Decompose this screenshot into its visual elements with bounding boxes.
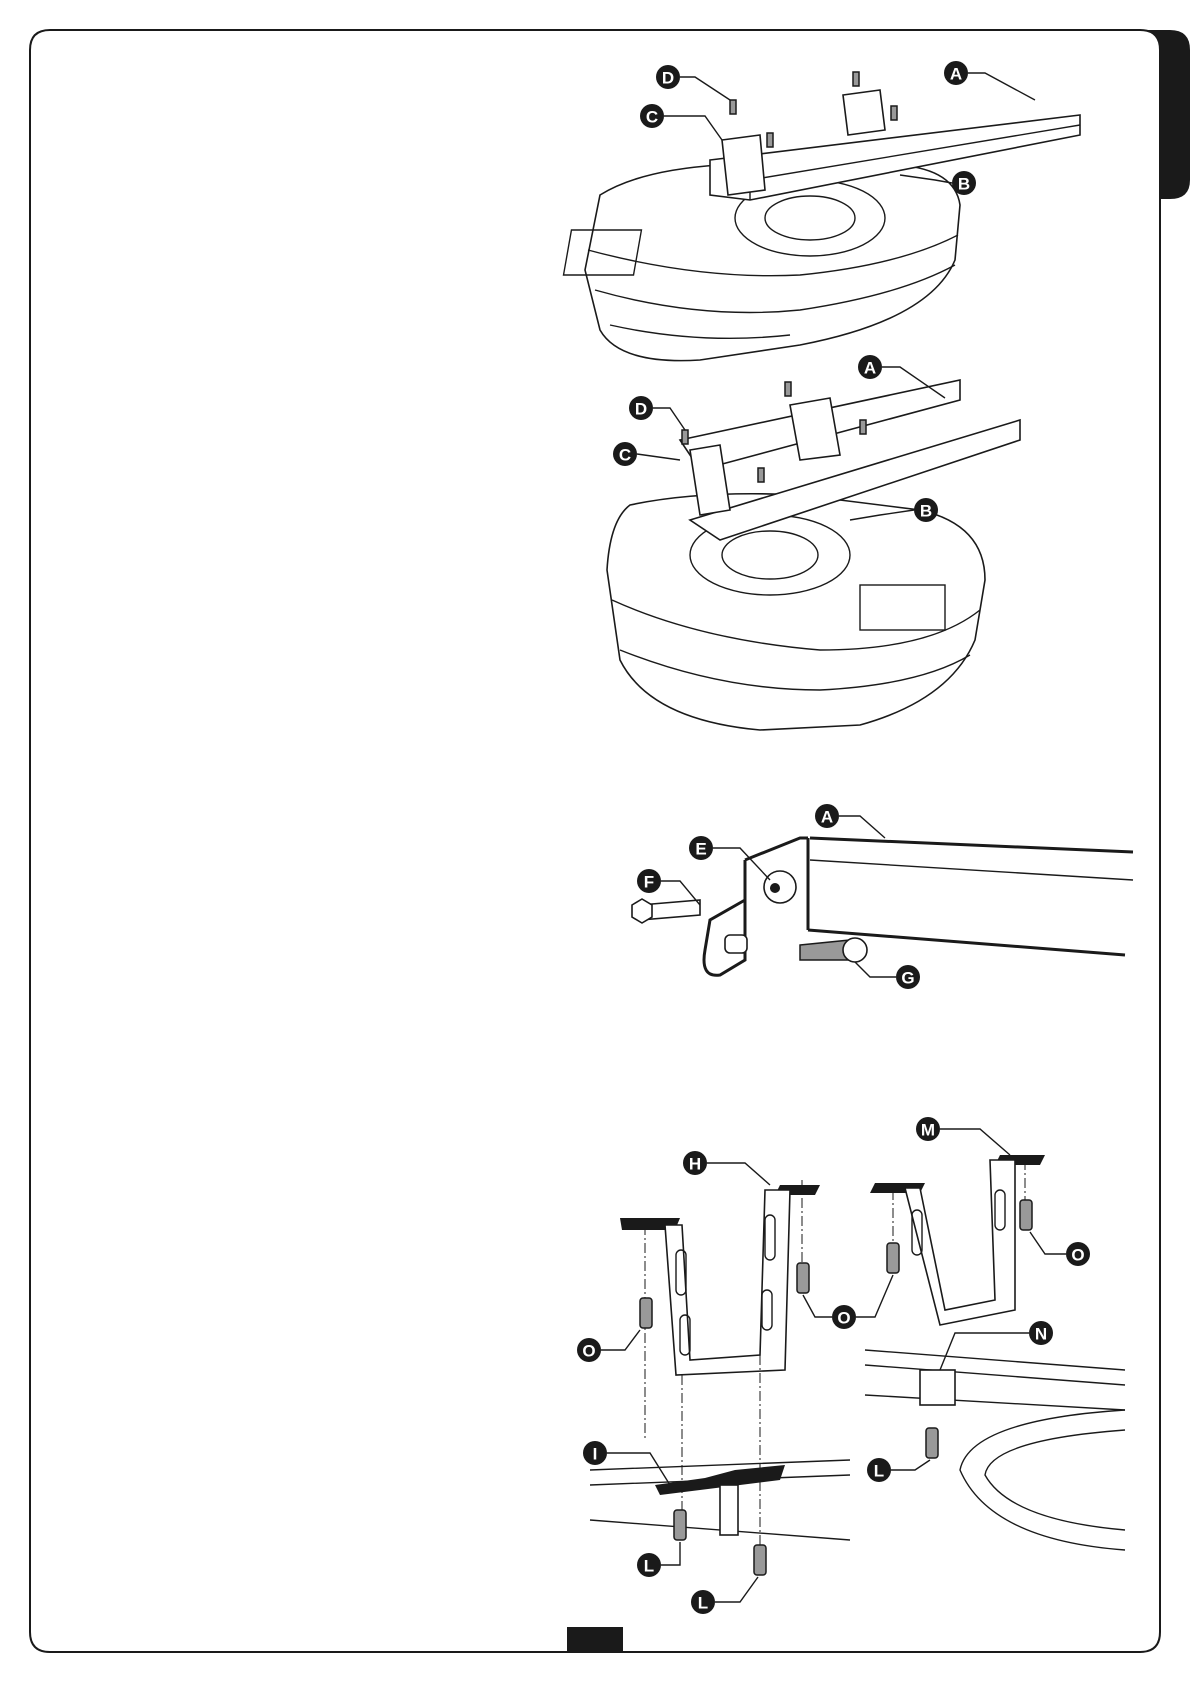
callout-D: D bbox=[629, 396, 653, 420]
svg-text:B: B bbox=[958, 175, 970, 194]
svg-text:E: E bbox=[695, 840, 706, 859]
callout-B: B bbox=[952, 171, 976, 195]
callout-L: L bbox=[637, 1553, 661, 1577]
callout-L: L bbox=[691, 1590, 715, 1614]
svg-text:O: O bbox=[837, 1309, 850, 1328]
svg-text:A: A bbox=[864, 359, 876, 378]
screw-O-3 bbox=[886, 1242, 900, 1274]
svg-text:D: D bbox=[635, 400, 647, 419]
svg-text:H: H bbox=[689, 1155, 701, 1174]
svg-text:L: L bbox=[874, 1462, 884, 1481]
svg-text:O: O bbox=[1071, 1246, 1084, 1265]
callout-A: A bbox=[944, 61, 968, 85]
page-frame bbox=[29, 29, 1161, 1653]
svg-text:O: O bbox=[582, 1342, 595, 1361]
callout-H: H bbox=[683, 1151, 707, 1175]
figure-ceiling-bracket: H M O O O N I L L L bbox=[577, 1117, 1126, 1614]
callout-I: I bbox=[583, 1441, 607, 1465]
callout-B: B bbox=[914, 498, 938, 522]
svg-text:A: A bbox=[950, 65, 962, 84]
svg-text:L: L bbox=[698, 1594, 708, 1613]
svg-text:G: G bbox=[901, 969, 914, 988]
callout-O: O bbox=[832, 1305, 856, 1329]
svg-text:C: C bbox=[619, 446, 631, 465]
svg-text:M: M bbox=[921, 1121, 935, 1140]
callout-A: A bbox=[858, 355, 882, 379]
svg-text:B: B bbox=[920, 502, 932, 521]
section-tab bbox=[1140, 30, 1190, 199]
callout-M: M bbox=[916, 1117, 940, 1141]
callout-C: C bbox=[640, 104, 664, 128]
svg-text:I: I bbox=[593, 1445, 598, 1464]
callout-D: D bbox=[656, 65, 680, 89]
figure-motor-mount-2: A D C B bbox=[606, 355, 1021, 731]
screw-O-1 bbox=[639, 1297, 653, 1329]
callout-G: G bbox=[896, 965, 920, 989]
callout-A: A bbox=[815, 804, 839, 828]
figure-motor-mount-1: D C A B bbox=[562, 61, 1081, 362]
callout-O: O bbox=[1066, 1242, 1090, 1266]
svg-text:D: D bbox=[662, 69, 674, 88]
figure-rail-end-bracket: A E F G bbox=[631, 804, 1134, 989]
svg-text:L: L bbox=[644, 1557, 654, 1576]
callout-N: N bbox=[1029, 1321, 1053, 1345]
callout-E: E bbox=[689, 836, 713, 860]
callout-L: L bbox=[867, 1458, 891, 1482]
page-number-box bbox=[567, 1627, 623, 1652]
screw-O-4 bbox=[1019, 1199, 1033, 1231]
callout-O: O bbox=[577, 1338, 601, 1362]
callout-F: F bbox=[637, 869, 661, 893]
svg-text:N: N bbox=[1035, 1325, 1047, 1344]
svg-text:C: C bbox=[646, 108, 658, 127]
svg-text:A: A bbox=[821, 808, 833, 827]
callout-C: C bbox=[613, 442, 637, 466]
svg-text:F: F bbox=[644, 873, 654, 892]
screw-O-2 bbox=[796, 1262, 810, 1294]
